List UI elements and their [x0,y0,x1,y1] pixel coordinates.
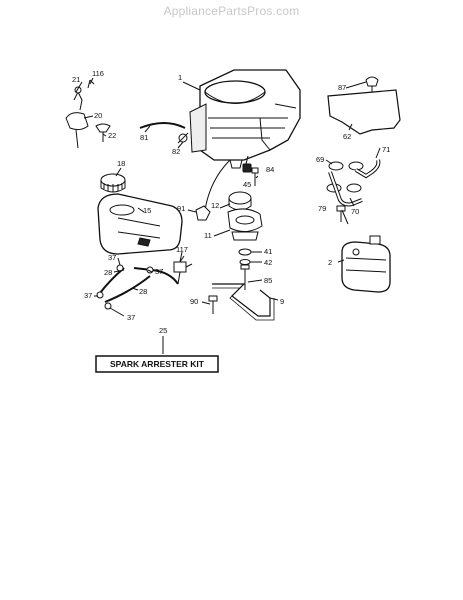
spark-arrester-kit-box[interactable]: SPARK ARRESTER KIT [95,355,219,373]
valve-icon[interactable] [173,255,193,285]
watermark-text: AppliancePartsPros.com [163,4,300,18]
filter-icon[interactable] [228,191,252,211]
callout-37-c: 37 [84,291,92,300]
callout-62: 62 [343,132,351,141]
callout-90: 90 [190,297,198,306]
callout-116: 116 [92,69,104,78]
callout-11: 11 [204,231,212,240]
muffler-icon[interactable] [341,235,391,293]
callout-71: 71 [382,145,390,154]
fuel-cap-icon[interactable] [100,173,126,193]
callout-45: 45 [243,180,251,189]
heat-shield-icon[interactable] [327,89,401,135]
callout-20: 20 [94,111,102,120]
callout-22: 22 [108,131,116,140]
callout-37-d: 37 [127,313,135,322]
callout-69: 69 [316,155,324,164]
callout-28-b: 28 [139,287,147,296]
fuel-tank-icon[interactable] [97,193,183,255]
callout-15: 15 [143,206,151,215]
spark-arrester-kit-label: SPARK ARRESTER KIT [110,359,205,369]
callout-117: 117 [176,245,188,254]
engine-icon[interactable] [189,69,301,169]
callout-81: 81 [140,133,148,142]
callout-12: 12 [211,201,219,210]
callout-91: 91 [177,204,185,213]
callout-9: 9 [280,297,284,306]
callout-82: 82 [172,147,180,156]
callout-18: 18 [117,159,125,168]
callout-84: 84 [266,165,274,174]
callout-21: 21 [72,75,80,84]
callout-28-a: 28 [104,268,112,277]
callout-37-b: 37 [155,267,163,276]
callout-25: 25 [159,326,167,335]
callout-1: 1 [178,73,182,82]
callout-87: 87 [338,83,346,92]
callout-42: 42 [264,258,272,267]
fuel-pump-icon[interactable] [227,208,263,241]
callout-70: 70 [351,207,359,216]
callout-2: 2 [328,258,332,267]
callout-41: 41 [264,247,272,256]
callout-79: 79 [318,204,326,213]
callout-37-a: 37 [108,253,116,262]
callout-85: 85 [264,276,272,285]
